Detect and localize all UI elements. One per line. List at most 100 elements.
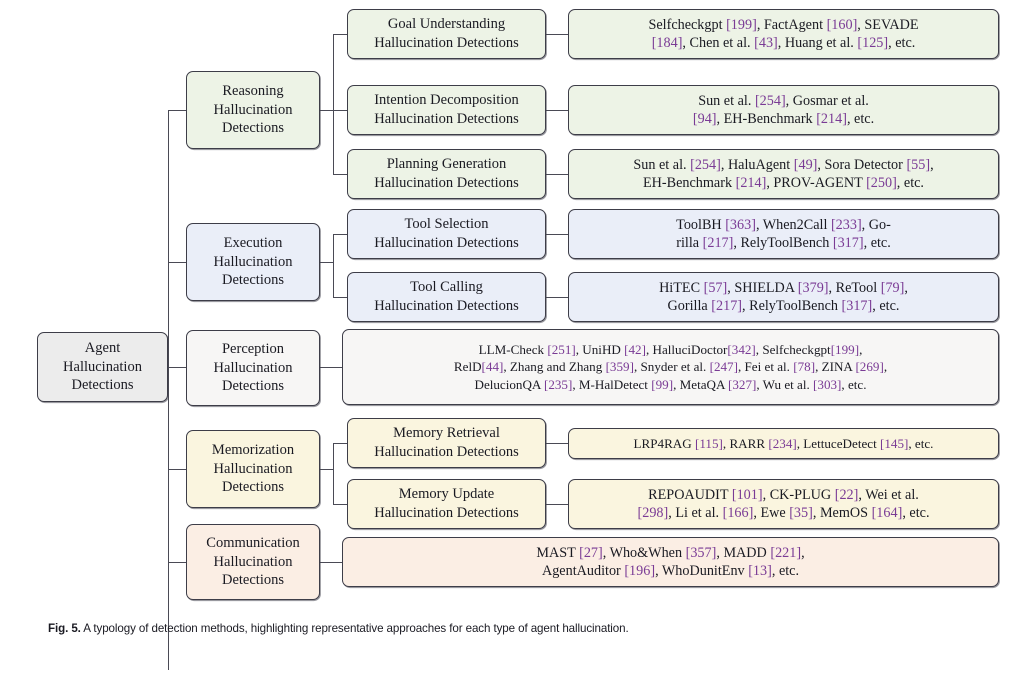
citation-ref: [303] [813,376,842,392]
node-methods-communication[interactable]: MAST [27], Who&When [357], MADD [221], A… [342,537,999,587]
citation-ref: [317] [841,298,873,314]
connector-communication-methods [320,562,342,564]
citation-ref: [160] [826,16,858,33]
connector-spine-execution [168,262,186,264]
methods-communication-line-1: MAST [27], Who&When [357], MADD [221], [536,544,805,561]
sub-tool-selection-line-2: Hallucination Detections [374,235,519,251]
category-reasoning-line-2: Hallucination [213,101,293,118]
connector-intention-methods [546,110,568,112]
connector-execution-out [320,262,334,264]
citation-ref: [99] [651,376,674,392]
citation-ref: [79] [880,279,905,296]
category-execution-line-1: Execution [223,234,283,251]
node-methods-tool-calling[interactable]: HiTEC [57], SHIELDA [379], ReTool [79], … [568,272,999,322]
node-sub-tool-calling[interactable]: Tool Calling Hallucination Detections [347,272,546,322]
node-category-execution[interactable]: Execution Hallucination Detections [186,223,320,301]
connector-toolcall-methods [546,297,568,299]
category-memorization-line-1: Memorization [211,441,295,458]
citation-ref: [101] [731,486,763,503]
methods-goal-understanding-line-1: Selfcheckgpt [199], FactAgent [160], SEV… [648,16,919,33]
node-category-communication[interactable]: Communication Hallucination Detections [186,524,320,600]
citation-ref: [217] [702,235,734,251]
citation-ref: [317] [832,235,864,251]
node-methods-tool-selection[interactable]: ToolBH [363], When2Call [233], Go- rilla… [568,209,999,259]
sub-intention-decomposition-line-1: Intention Decomposition [374,92,519,109]
connector-retrieval-methods [546,443,568,445]
citation-ref: [359] [605,359,634,375]
citation-ref: [166] [722,505,754,521]
citation-ref: [43] [754,35,778,51]
citation-ref: [254] [754,92,786,109]
citation-ref: [247] [709,359,738,375]
node-methods-perception[interactable]: LLM-Check [251], UniHD [42], HalluciDoct… [342,329,999,405]
connector-toolsel-methods [546,234,568,236]
connector-reasoning-intention [333,110,347,112]
node-category-memorization[interactable]: Memorization Hallucination Detections [186,430,320,508]
methods-tool-calling-line-1: HiTEC [57], SHIELDA [379], ReTool [79], [659,279,908,296]
citation-ref: [199] [726,16,757,33]
sub-planning-generation-line-1: Planning Generation [386,156,507,173]
connector-update-methods [546,504,568,506]
methods-memory-update-line-1: REPOAUDIT [101], CK-PLUG [22], Wei et al… [648,486,919,503]
methods-planning-generation-line-2: EH-Benchmark [214], PROV-AGENT [250], et… [643,175,924,191]
figure-caption-label: Fig. 5. [48,622,81,635]
category-reasoning-line-1: Reasoning [222,82,284,99]
category-perception-line-1: Perception [221,340,284,357]
connector-reasoning-goal [333,34,347,36]
root-line-2: Hallucination [63,358,142,375]
node-sub-tool-selection[interactable]: Tool Selection Hallucination Detections [347,209,546,259]
sub-memory-retrieval-line-2: Hallucination Detections [374,444,519,460]
connector-memorization-retrieval [333,443,347,445]
methods-memory-update-line-2: [298], Li et al. [166], Ewe [35], MemOS … [637,505,930,521]
methods-memory-retrieval-line-1: LRP4RAG [115], RARR [234], LettuceDetect… [633,435,934,451]
citation-ref: [35] [789,505,813,521]
node-methods-goal-understanding[interactable]: Selfcheckgpt [199], FactAgent [160], SEV… [568,9,999,59]
citation-ref: [217] [711,298,743,314]
methods-intention-decomposition-line-2: [94], EH-Benchmark [214], etc. [692,111,875,127]
citation-ref: [27] [579,544,603,561]
citation-ref: [13] [748,563,772,579]
connector-execution-bus [333,234,335,298]
category-reasoning-line-3: Detections [221,120,284,137]
citation-ref: [184] [651,35,683,51]
node-sub-goal-understanding[interactable]: Goal Understanding Hallucination Detecti… [347,9,546,59]
node-category-perception[interactable]: Perception Hallucination Detections [186,330,320,406]
methods-perception-line-3: DelucionQA [235], M-HalDetect [99], Meta… [474,376,867,392]
category-perception-line-3: Detections [221,378,284,395]
connector-execution-toolsel [333,234,347,236]
figure-caption: Fig. 5. A typology of detection methods,… [48,622,978,635]
citation-ref: [196] [624,563,656,579]
node-sub-planning-generation[interactable]: Planning Generation Hallucination Detect… [347,149,546,199]
citation-ref: [145] [880,435,909,451]
citation-ref: [22] [834,486,859,503]
connector-memorization-update [333,504,347,506]
sub-planning-generation-line-2: Hallucination Detections [374,175,519,191]
citation-ref: [342] [727,342,756,358]
connector-reasoning-bus [333,34,335,174]
citation-ref: [251] [547,342,576,358]
citation-ref: [221] [770,544,802,561]
node-methods-intention-decomposition[interactable]: Sun et al. [254], Gosmar et al. [94], EH… [568,85,999,135]
methods-tool-selection-line-1: ToolBH [363], When2Call [233], Go- [676,216,891,233]
sub-tool-calling-line-1: Tool Calling [410,279,483,296]
connector-root-spine [168,110,170,670]
connector-reasoning-planning [333,174,347,176]
methods-goal-understanding-line-2: [184], Chen et al. [43], Huang et al. [1… [651,35,916,51]
citation-ref: [214] [816,111,847,127]
connector-memorization-out [320,469,334,471]
node-methods-planning-generation[interactable]: Sun et al. [254], HaluAgent [49], Sora D… [568,149,999,199]
citation-ref: [254] [690,156,721,173]
sub-goal-understanding-line-1: Goal Understanding [387,16,506,33]
node-category-reasoning[interactable]: Reasoning Hallucination Detections [186,71,320,149]
node-sub-intention-decomposition[interactable]: Intention Decomposition Hallucination De… [347,85,546,135]
node-sub-memory-retrieval[interactable]: Memory Retrieval Hallucination Detection… [347,418,546,468]
node-methods-memory-retrieval[interactable]: LRP4RAG [115], RARR [234], LettuceDetect… [568,428,999,459]
citation-ref: [234] [768,435,797,451]
node-root[interactable]: Agent Hallucination Detections [37,332,168,402]
node-methods-memory-update[interactable]: REPOAUDIT [101], CK-PLUG [22], Wei et al… [568,479,999,529]
connector-spine-communication [168,562,186,564]
citation-ref: [44] [481,359,504,375]
node-sub-memory-update[interactable]: Memory Update Hallucination Detections [347,479,546,529]
category-memorization-line-3: Detections [221,479,284,496]
